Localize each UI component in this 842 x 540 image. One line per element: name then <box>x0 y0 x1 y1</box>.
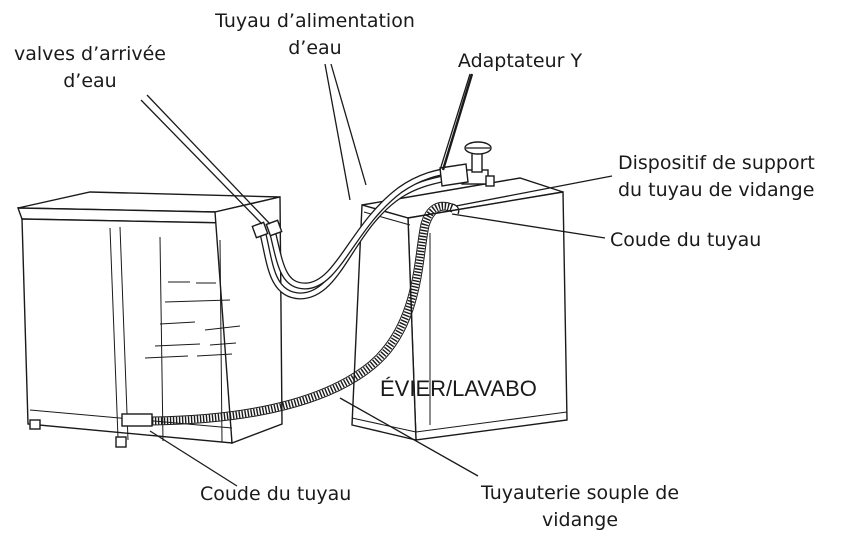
label-drain-support-line2: du tuyau de vidange <box>618 179 814 201</box>
sink-cabinet <box>351 177 568 441</box>
label-inlet-valves-line1: valves d’arrivée <box>14 43 166 65</box>
leader-lines <box>140 63 613 487</box>
label-hose-elbow-right: Coude du tuyau <box>610 229 761 251</box>
label-drain-support-line1: Dispositif de support <box>618 152 815 174</box>
label-sink: ÉVIER/LAVABO <box>380 376 537 401</box>
dishwasher-cabinet <box>16 191 283 448</box>
label-supply-hose-line2: d’eau <box>288 37 341 59</box>
label-drain-hose-line2: vidange <box>542 509 618 531</box>
label-drain-hose-line1: Tuyauterie souple de <box>480 482 679 504</box>
label-supply-hose-line1: Tuyau d’alimentation <box>214 10 415 32</box>
drain-hose <box>151 201 460 426</box>
label-y-adapter: Adaptateur Y <box>458 50 583 72</box>
water-supply-hoses <box>251 163 469 300</box>
label-hose-elbow-bottom: Coude du tuyau <box>200 483 351 505</box>
label-inlet-valves-line2: d’eau <box>63 70 116 92</box>
